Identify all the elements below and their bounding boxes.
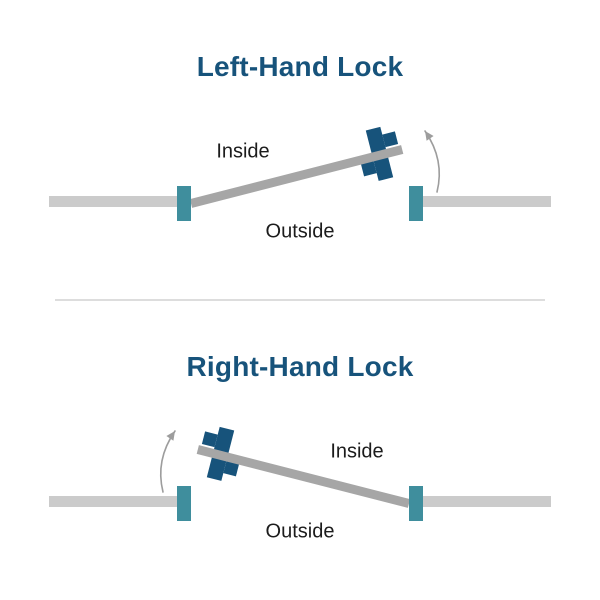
- lock-thumbturn: [381, 131, 398, 148]
- wall-right: [423, 496, 551, 507]
- right-hand-lock-section: Right-Hand Lock Inside Outside: [0, 300, 600, 600]
- inside-label: Inside: [216, 140, 270, 163]
- swing-arrow-icon: [424, 130, 441, 193]
- door-jamb-hinge: [409, 486, 423, 521]
- wall-left: [49, 196, 177, 207]
- left-hand-lock-title: Left-Hand Lock: [196, 51, 404, 82]
- door-jamb-hinge: [177, 186, 191, 221]
- left-hand-lock-diagram: [49, 126, 551, 221]
- right-hand-lock-title: Right-Hand Lock: [186, 351, 414, 382]
- wall-right: [423, 196, 551, 207]
- right-hand-lock-diagram: [0, 300, 600, 600]
- door-jamb-strike: [177, 486, 191, 521]
- door-jamb-strike: [409, 186, 423, 221]
- left-hand-lock-section: Left-Hand Lock Inside Outside: [49, 51, 551, 243]
- inside-label: Inside: [330, 440, 384, 463]
- swing-arrow-icon: [159, 430, 176, 493]
- section-divider: [55, 299, 545, 301]
- outside-label: Outside: [265, 220, 335, 243]
- outside-label: Outside: [265, 520, 335, 543]
